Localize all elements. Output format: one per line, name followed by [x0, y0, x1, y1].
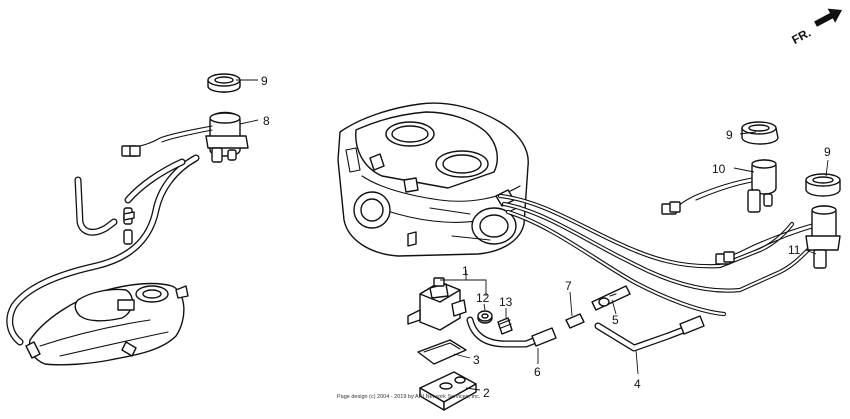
- rubber-mount-9-left: [207, 73, 241, 93]
- callout-13: 13: [499, 295, 513, 309]
- vacuum-pipes: [497, 193, 811, 317]
- joint-7: [565, 313, 585, 329]
- bolt-13: [497, 317, 513, 335]
- rubber-pad-3: [417, 339, 467, 365]
- map-sensor-1: [407, 277, 467, 331]
- vacuum-hose-4: [594, 315, 705, 352]
- intake-manifold-assembly: [6, 154, 200, 366]
- throttle-body: [337, 102, 529, 257]
- callout-9-lower: 9: [824, 145, 831, 159]
- callout-9-left: 9: [261, 74, 268, 88]
- callout-1: 1: [462, 264, 469, 278]
- solenoid-valve-8: [121, 111, 249, 163]
- callout-11: 11: [788, 243, 801, 257]
- rubber-mount-9-lower: [805, 173, 841, 197]
- callout-8: 8: [263, 114, 270, 128]
- front-direction-arrow: FR.: [789, 8, 843, 47]
- rubber-mount-9-upper: [741, 121, 779, 145]
- callout-3: 3: [473, 353, 480, 367]
- callout-5: 5: [612, 313, 619, 327]
- callout-9-upper: 9: [726, 128, 733, 142]
- callout-4: 4: [634, 377, 641, 391]
- front-direction-label: FR.: [789, 26, 813, 47]
- washer-12: [477, 310, 493, 324]
- callout-2: 2: [483, 386, 490, 400]
- callout-12: 12: [476, 291, 490, 305]
- callout-7: 7: [565, 279, 572, 293]
- leader-lines: [236, 79, 829, 391]
- callouts: 1 2 3 4 5 6 7 8 9 9 9 10 11 12 13: [261, 74, 831, 400]
- callout-10: 10: [712, 162, 726, 176]
- solenoid-valve-11: [715, 205, 841, 269]
- callout-6: 6: [534, 365, 541, 379]
- pipe-joint-5: [591, 285, 631, 311]
- solenoid-valve-10: [661, 159, 777, 215]
- vacuum-hose-6: [466, 316, 557, 348]
- bracket-2: [419, 371, 477, 411]
- copyright-notice: Page design (c) 2004 - 2019 by ARI Netwo…: [337, 394, 481, 400]
